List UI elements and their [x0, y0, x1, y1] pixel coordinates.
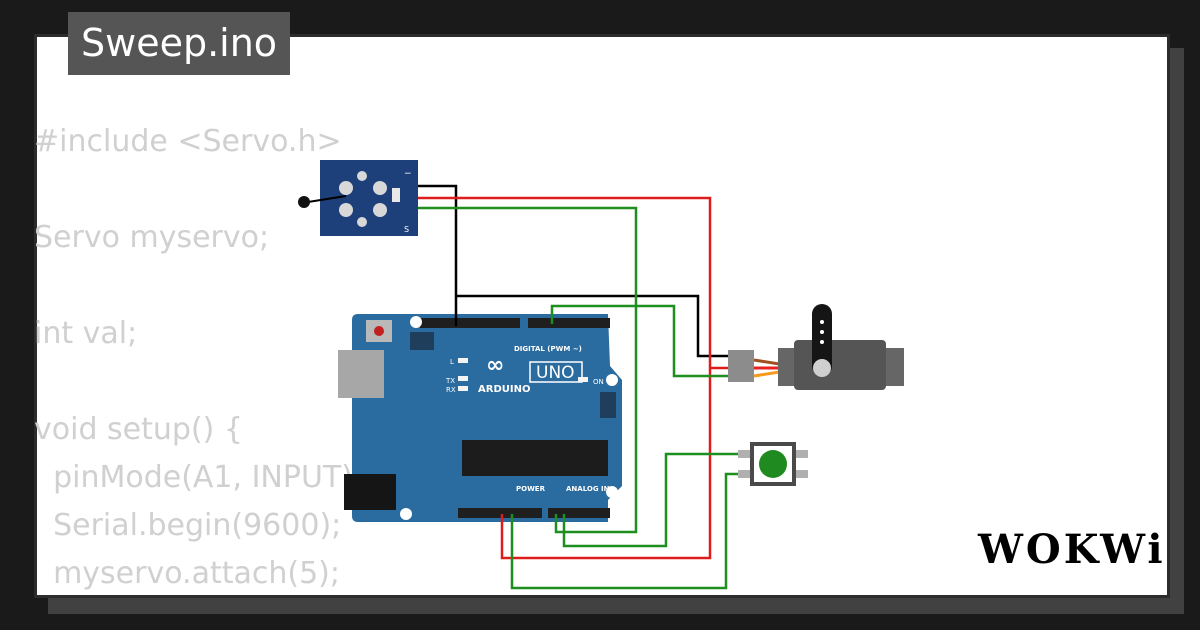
code-line: #include <Servo.h> — [34, 124, 342, 159]
digital-header-right — [528, 318, 610, 328]
wire-servo-gnd[interactable] — [456, 294, 740, 358]
digital-label: DIGITAL (PWM ~) — [514, 345, 582, 353]
servo-horn-hole — [820, 330, 824, 334]
thermistor-icon — [298, 196, 310, 208]
usb-port — [338, 350, 384, 398]
push-button[interactable] — [738, 442, 808, 486]
tx-label: TX — [445, 377, 455, 385]
wire-sensor-gnd[interactable] — [410, 184, 458, 326]
l-label: L — [450, 358, 454, 366]
wire-vcc[interactable] — [410, 196, 712, 560]
arduino-infinity-icon: ∞ — [486, 353, 504, 378]
sensor-hole — [339, 203, 353, 217]
mounting-hole — [606, 374, 618, 386]
project-title[interactable]: Sweep.ino — [68, 12, 291, 75]
code-line: int val; — [34, 316, 138, 351]
code-line: Serial.begin(9600); — [34, 508, 342, 543]
thermistor-lead — [307, 195, 347, 203]
sensor-hole — [339, 181, 353, 195]
sensor-hole — [373, 181, 387, 195]
code-line: void setup() { — [34, 412, 243, 447]
icsp-header-side — [600, 392, 616, 418]
wire-button-a1[interactable] — [562, 452, 748, 548]
code-line: Servo myservo; — [34, 220, 270, 255]
icsp-header-top — [410, 332, 434, 350]
sensor-resistor — [392, 188, 400, 202]
wire-button-gnd[interactable] — [510, 472, 748, 590]
code-line: myservo.attach(5); — [34, 556, 340, 591]
wire-sensor-signal[interactable] — [410, 206, 638, 534]
power-header — [458, 508, 542, 518]
rx-label: RX — [446, 386, 456, 394]
arduino-uno-board[interactable]: ∞ ARDUINO UNO DIGITAL (PWM ~) POWER ANAL… — [338, 314, 622, 522]
servo-shaft — [813, 359, 831, 377]
on-led — [578, 377, 588, 382]
model-box — [529, 361, 583, 383]
power-jack — [344, 474, 396, 510]
servo-body — [794, 340, 886, 390]
wires — [410, 184, 748, 590]
sensor-hole — [357, 217, 367, 227]
tx-led — [458, 376, 468, 381]
rx-led — [458, 386, 468, 391]
wokwi-logo: WOKWi — [978, 526, 1166, 573]
mounting-hole — [410, 316, 422, 328]
analog-label: ANALOG IN — [566, 485, 610, 493]
atmega-chip — [462, 440, 608, 476]
temperature-sensor-module[interactable]: S − — [298, 160, 418, 236]
board-model: UNO — [536, 363, 575, 383]
on-label: ON — [593, 378, 604, 386]
l-led — [458, 358, 468, 363]
digital-header-left — [420, 318, 520, 328]
servo-connector — [728, 350, 754, 382]
servo-horn-hole — [820, 340, 824, 344]
wire-servo-signal[interactable] — [550, 304, 740, 378]
button-cap[interactable] — [759, 450, 787, 478]
power-label: POWER — [516, 485, 546, 493]
analog-header — [548, 508, 610, 518]
servo-horn-hole — [820, 320, 824, 324]
reset-button-cap — [374, 326, 384, 336]
sensor-hole — [357, 171, 367, 181]
board-brand: ARDUINO — [478, 384, 530, 395]
sensor-hole — [373, 203, 387, 217]
mounting-hole — [606, 486, 618, 498]
sensor-minus-label: − — [404, 169, 412, 179]
mounting-hole — [400, 508, 412, 520]
sensor-s-label: S — [404, 225, 409, 234]
servo-motor[interactable] — [728, 304, 904, 390]
